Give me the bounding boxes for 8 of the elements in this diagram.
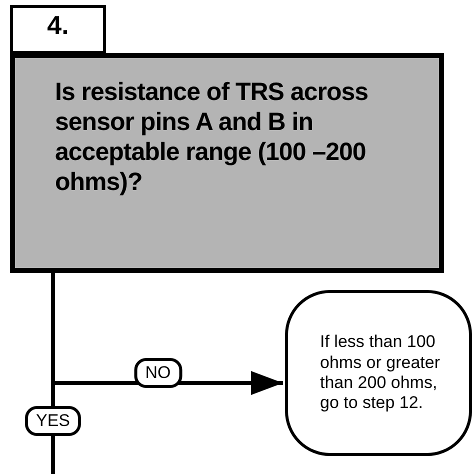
step-number: 4. [47,9,69,38]
edge-label: YES [24,406,82,436]
action-box [285,290,472,456]
question-text: Is resistance of TRS across sensor pins A and B in acceptable range (100 –200 ohms)? [55,78,368,196]
instruction-text: If less than 100 ohms or greater than 200 ohms, go to step 12. [320,332,441,414]
edge-label: NO [134,358,182,388]
decision-box [10,53,444,273]
step-number-box [10,5,106,54]
